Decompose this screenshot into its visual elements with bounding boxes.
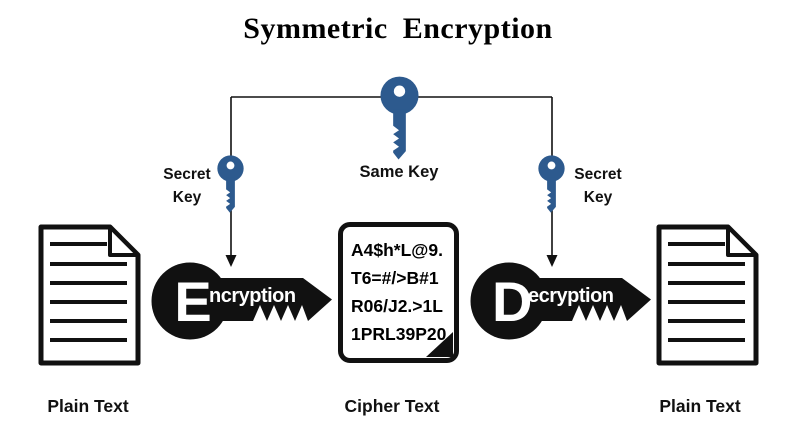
decryption-initial: D (492, 270, 533, 333)
cipher-line: A4$h*L@9. (351, 240, 443, 260)
encryption-key-icon (151, 262, 332, 340)
cipher-text-label: Cipher Text (344, 396, 440, 416)
decryption-key: D ecryption (470, 262, 652, 340)
page-title: Symmetric Encryption (243, 12, 553, 45)
cipher-line: T6=#/>B#1 (351, 268, 439, 288)
left-secret-key-label: Secret Key (145, 163, 229, 209)
plain-text-document-icon (656, 224, 759, 366)
encryption-key: E ncryption (151, 262, 333, 340)
same-key-label: Same Key (359, 163, 439, 181)
decryption-key-icon (470, 262, 651, 340)
same-key-icon (380, 76, 419, 160)
cipher-text-box: A4$h*L@9. T6=#/>B#1 R06/J2.>1L 1PRL39P20 (338, 222, 459, 363)
plain-text-label-left: Plain Text (47, 396, 129, 416)
plain-text-label-right: Plain Text (659, 396, 741, 416)
plain-text-document-icon (38, 224, 141, 366)
encryption-initial: E (174, 270, 212, 333)
cipher-line: R06/J2.>1L (351, 296, 443, 316)
right-secret-key-label: Secret Key (556, 163, 640, 209)
secret-line1: Secret (163, 166, 211, 183)
secret-line2: Key (583, 189, 613, 206)
encryption-label: ncryption (209, 285, 296, 307)
secret-line2: Key (172, 189, 202, 206)
cipher-line: 1PRL39P20 (351, 324, 447, 344)
decryption-label: ecryption (528, 285, 614, 307)
secret-line1: Secret (574, 166, 622, 183)
